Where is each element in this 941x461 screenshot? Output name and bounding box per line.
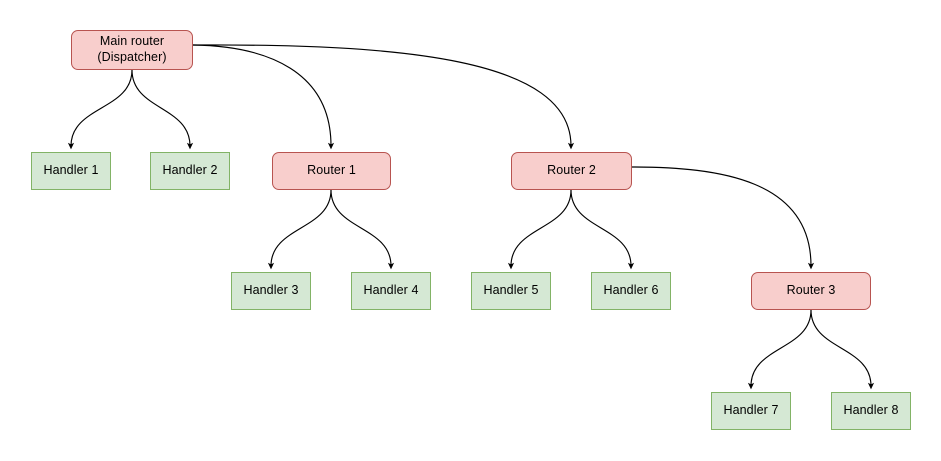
node-router-3[interactable]: Router 3 — [751, 272, 871, 310]
node-label-handler-8: Handler 8 — [843, 403, 899, 418]
node-handler-5[interactable]: Handler 5 — [471, 272, 551, 310]
edge-main-handler-1 — [67, 69, 133, 150]
edge-router-3-handler-7 — [747, 309, 812, 390]
node-handler-4[interactable]: Handler 4 — [351, 272, 431, 310]
edge-main-router-1 — [192, 44, 335, 150]
node-label-handler-2: Handler 2 — [162, 163, 218, 178]
node-handler-7[interactable]: Handler 7 — [711, 392, 791, 430]
node-router-1[interactable]: Router 1 — [272, 152, 391, 190]
node-label-handler-7: Handler 7 — [723, 403, 779, 418]
edge-main-handler-2 — [131, 69, 194, 150]
node-handler-6[interactable]: Handler 6 — [591, 272, 671, 310]
node-label-router-3: Router 3 — [786, 283, 836, 298]
edge-group — [67, 44, 875, 390]
node-router-2[interactable]: Router 2 — [511, 152, 632, 190]
edge-router-2-handler-6 — [570, 189, 635, 270]
node-main-router[interactable]: Main router (Dispatcher) — [71, 30, 193, 70]
node-handler-8[interactable]: Handler 8 — [831, 392, 911, 430]
edge-router-2-handler-5 — [507, 189, 572, 270]
node-label-router-1: Router 1 — [307, 163, 356, 178]
node-label-main-router: Main router (Dispatcher) — [97, 34, 167, 64]
node-label-handler-4: Handler 4 — [363, 283, 419, 298]
edge-main-router-2 — [192, 44, 575, 150]
node-label-handler-6: Handler 6 — [603, 283, 659, 298]
edge-router-2-router-3 — [631, 166, 815, 270]
node-handler-1[interactable]: Handler 1 — [31, 152, 111, 190]
edge-router-1-handler-3 — [267, 189, 332, 270]
node-label-router-2: Router 2 — [547, 163, 596, 178]
node-label-handler-3: Handler 3 — [243, 283, 299, 298]
node-label-handler-5: Handler 5 — [483, 283, 539, 298]
node-handler-3[interactable]: Handler 3 — [231, 272, 311, 310]
edge-router-3-handler-8 — [810, 309, 875, 390]
edge-router-1-handler-4 — [330, 189, 395, 270]
node-label-handler-1: Handler 1 — [43, 163, 99, 178]
node-handler-2[interactable]: Handler 2 — [150, 152, 230, 190]
